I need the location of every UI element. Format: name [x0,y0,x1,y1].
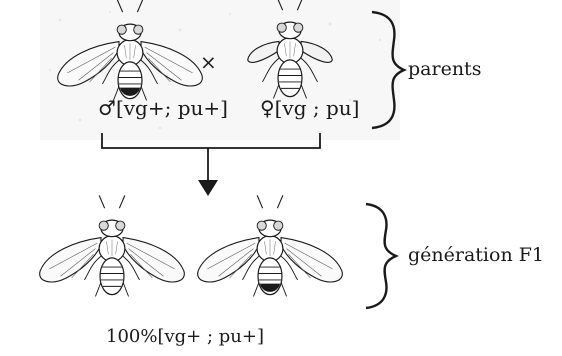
fly-f1-second-icon [198,195,343,296]
female-symbol-icon: ♀ [260,96,275,120]
arrow-down-icon [198,148,218,196]
male-genotype-label: ♂[vg+; pu+] [98,96,228,120]
male-genotype: [vg+; pu+] [116,96,228,120]
f1-curly-brace-icon [366,204,396,308]
cross-symbol: × [200,50,217,74]
female-genotype: [vg ; pu] [275,96,360,120]
fly-f1-first-icon [40,195,185,296]
female-genotype-label: ♀[vg ; pu] [260,96,359,120]
f1-result-label: 100%[vg+ ; pu+] [106,326,264,347]
male-symbol-icon: ♂ [98,96,116,120]
f1-label: génération F1 [408,244,544,266]
parents-label: parents [408,58,481,80]
